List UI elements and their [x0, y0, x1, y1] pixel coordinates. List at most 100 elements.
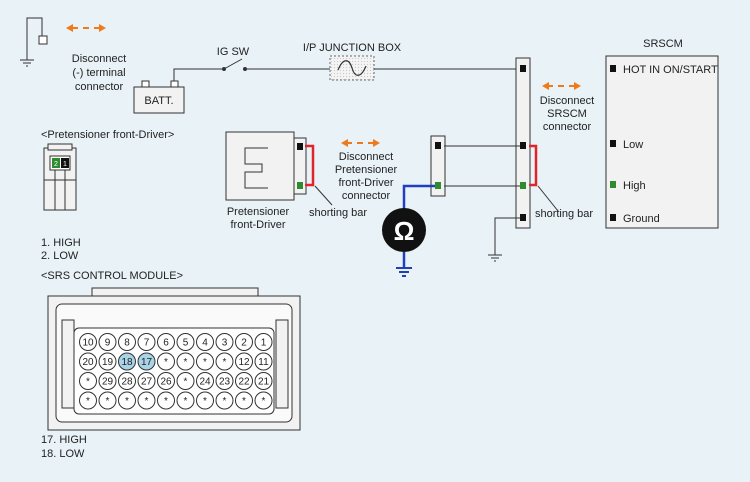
srs-pin	[98, 372, 117, 390]
pretensioner-label-1: Pretensioner	[227, 206, 290, 218]
srs-pin-label: 26	[160, 377, 172, 388]
srs-pin	[157, 333, 175, 351]
srs-pin	[235, 352, 253, 371]
disconnect-srscm-line-3: connector	[543, 121, 592, 133]
srs-pin-label: *	[86, 377, 90, 388]
srscm-pin-low: Low	[623, 139, 643, 151]
srs-pin-label: 28	[121, 377, 133, 388]
srs-pin-label: *	[184, 396, 188, 407]
srs-pin-label: 17	[141, 357, 153, 368]
srs-pin	[196, 333, 214, 351]
negative-terminal	[20, 17, 48, 67]
srs-pin	[137, 372, 156, 390]
disconnect-negative-line-1: Disconnect	[72, 53, 126, 65]
srs-pin	[254, 391, 273, 410]
battery-label: BATT.	[144, 95, 173, 107]
ohm-icon: Ω	[394, 216, 415, 246]
srscm-title: SRSCM	[643, 38, 683, 50]
pretensioner-label-2: front-Driver	[230, 219, 285, 231]
srs-pin-label: *	[164, 396, 168, 407]
srs-pin	[176, 391, 195, 410]
srs-pin-label: 11	[258, 357, 269, 368]
srs-pin	[157, 372, 175, 390]
shorting-bar-pretensioner-leader	[314, 185, 333, 206]
srs-pin-label: 18	[121, 357, 133, 368]
srs-pin-label: *	[145, 396, 149, 407]
srs-pin-label: *	[262, 396, 266, 407]
srs-pin-label: *	[184, 357, 188, 368]
shorting-bar-srscm-leader	[537, 185, 559, 212]
battery-positive-wire	[173, 68, 222, 81]
srs-pin-label: 2	[241, 338, 247, 349]
intermediate-connector	[430, 135, 446, 197]
srs-pin	[98, 333, 117, 351]
srs-pin-label: 29	[102, 377, 114, 388]
srs-pin-label: 21	[258, 377, 270, 388]
srs-pin	[118, 333, 136, 351]
srs-pin	[176, 333, 195, 351]
srs-pin-label: 1	[261, 338, 267, 349]
srs-pin-low: 18. LOW	[41, 448, 85, 460]
srs-pin-label: *	[223, 396, 227, 407]
srs-pin	[254, 372, 273, 390]
battery	[133, 80, 185, 114]
srs-pin	[118, 352, 136, 371]
srs-pin	[157, 391, 175, 410]
junction-box-label: I/P JUNCTION BOX	[303, 42, 402, 54]
meter-lead-positive	[402, 184, 435, 210]
srs-pin	[157, 352, 175, 371]
pretensioner-connector-title: <Pretensioner front-Driver>	[41, 129, 174, 141]
srs-pin	[215, 352, 234, 371]
srs-pin	[98, 391, 117, 410]
srs-pin-label: 7	[144, 338, 150, 349]
disconnect-arrow-pretensioner	[341, 139, 380, 147]
harness-ground	[488, 217, 520, 262]
srs-pin	[196, 391, 214, 410]
srs-pin	[137, 333, 156, 351]
srs-pin-label: 12	[238, 357, 250, 368]
ig-switch	[222, 58, 247, 71]
srs-pin-label: 6	[163, 338, 169, 349]
srs-pin-label: 5	[183, 338, 189, 349]
srs-pin	[176, 352, 195, 371]
srs-pin	[176, 372, 195, 390]
shorting-bar-srscm-label: shorting bar	[535, 208, 593, 220]
srs-pin-label: *	[223, 357, 227, 368]
srs-pin	[254, 333, 273, 351]
srs-pin	[196, 352, 214, 371]
srs-pin-label: *	[203, 357, 207, 368]
srs-pin-label: *	[164, 357, 168, 368]
shorting-bar-pretensioner	[305, 144, 315, 187]
meter-ground	[396, 267, 412, 277]
pretensioner-pin-high: 1. HIGH	[41, 237, 81, 249]
srs-pin-label: *	[242, 396, 246, 407]
srscm-pin-ground: Ground	[623, 213, 660, 225]
pretensioner-connector-face	[43, 143, 77, 211]
srs-pin	[254, 352, 273, 371]
srscm-pin-high: High	[623, 180, 646, 192]
disconnect-pretensioner-line-1: Disconnect	[339, 151, 393, 163]
srs-pin-label: 9	[105, 338, 111, 349]
srs-pin-label: 23	[219, 377, 231, 388]
srs-pin	[79, 352, 97, 371]
srs-module-title: <SRS CONTROL MODULE>	[41, 270, 183, 282]
srs-pin	[79, 391, 97, 410]
srs-pin-label: 3	[222, 338, 228, 349]
pretensioner-body	[225, 131, 307, 201]
srs-pin-label: *	[184, 377, 188, 388]
ig-sw-label: IG SW	[217, 46, 250, 58]
srscm-box	[605, 55, 719, 229]
srs-pin-high: 17. HIGH	[41, 434, 87, 446]
srs-pin-label: 22	[238, 377, 250, 388]
pretensioner-pin-low: 2. LOW	[41, 250, 79, 262]
harness-connector	[515, 57, 531, 229]
srs-pin-label: *	[125, 396, 129, 407]
srs-pin-label: *	[86, 396, 90, 407]
srs-pin-label: 27	[141, 377, 153, 388]
srs-pin	[196, 372, 214, 390]
pretensioner-pin-1: 1	[63, 161, 67, 168]
disconnect-srscm-line-1: Disconnect	[540, 95, 594, 107]
